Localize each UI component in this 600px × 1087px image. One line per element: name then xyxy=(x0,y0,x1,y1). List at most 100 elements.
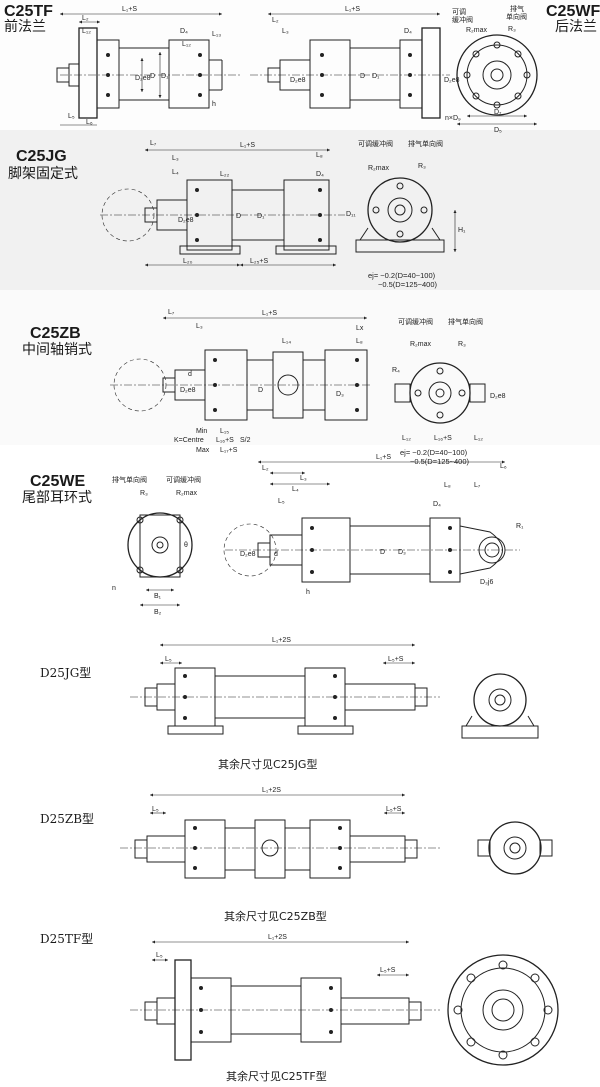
zb-label-vent-valve: 排气单向阀 xyxy=(448,317,483,326)
jg-label-d: D xyxy=(236,213,241,220)
we-label-dia: d xyxy=(274,551,278,558)
djg-label-l1-2s: L₁+2S xyxy=(272,637,291,644)
we-label-de8: D₂e8 xyxy=(240,551,256,558)
we-label-d3j6: D₃j6 xyxy=(480,579,493,586)
title-c25wf-code: C25WF xyxy=(546,3,600,20)
jg-label-h1: H₁ xyxy=(458,227,466,234)
dzb-label-l5s: L₅+S xyxy=(386,806,402,813)
we-label-l1s: L₁+S xyxy=(376,454,391,461)
jg-label-l4: L₄ xyxy=(172,169,179,176)
zb-label-dia: d xyxy=(188,371,192,378)
zb-label-r4: R₄ xyxy=(392,367,400,374)
tf-label-l2: L₂ xyxy=(82,15,89,22)
jg-label-d1: D₁ xyxy=(257,213,265,220)
wf-label-r3: R₃ xyxy=(508,26,516,33)
title-d25zb: D25ZB型 xyxy=(40,812,95,826)
drawing-c25wf xyxy=(250,12,538,126)
zb-label-l1s: L₁+S xyxy=(262,310,277,317)
jg-label-l20: L₂₀ xyxy=(183,258,193,265)
djg-label-l5: L₅ xyxy=(165,656,172,663)
title-c25zb-code: C25ZB xyxy=(30,325,81,342)
zb-label-d: D xyxy=(258,387,263,394)
drawing-c25tf xyxy=(56,12,240,126)
jg-label-l8: L₈ xyxy=(316,152,323,159)
dtf-label-l5: L₅ xyxy=(156,952,163,959)
jg-label-l1s: L₁+S xyxy=(240,142,255,149)
zb-label-lx: Lx xyxy=(356,325,364,332)
we-label-n: n xyxy=(112,585,116,592)
we-label-vent-valve: 排气单向阀 xyxy=(112,475,147,484)
tf-label-l1s: L₁+S xyxy=(122,6,137,13)
drawing-d25tf xyxy=(130,940,559,1066)
zb-label-l14: L₁₄ xyxy=(282,338,291,345)
wf-label-d: D xyxy=(360,73,365,80)
tf-label-l13: L₁₃ xyxy=(212,31,221,38)
title-d25jg: D25JG型 xyxy=(40,666,92,680)
zb-label-l12: L₁₂ xyxy=(402,435,411,442)
tf-label-de8: D₂e8 xyxy=(135,75,151,82)
zb-label-l3: L₃ xyxy=(196,323,203,330)
jg-label-d11: D₁₁ xyxy=(346,211,356,218)
wf-label-nd9: n×D₉ xyxy=(445,115,461,122)
drawing-c25zb xyxy=(110,316,486,424)
jg-label-de8: D₂e8 xyxy=(178,217,194,224)
zb-label-r3: R₃ xyxy=(458,341,466,348)
note-d25jg: 其余尺寸见C25JG型 xyxy=(218,758,318,771)
dzb-label-l5: L₅ xyxy=(152,806,159,813)
we-label-l7: L₇ xyxy=(474,482,481,489)
jg-label-tol2: −0.5(D=125~400) xyxy=(378,280,438,289)
zb-label-tol1: ej= −0.2(D=40~100) xyxy=(400,448,468,457)
we-label-l4: L₄ xyxy=(292,486,299,493)
we-label-adjust-valve: 可调缓冲阀 xyxy=(166,475,201,484)
title-c25we-code: C25WE xyxy=(30,473,86,490)
title-c25tf-name: 前法兰 xyxy=(4,19,46,35)
zb-label-frac: S/2 xyxy=(240,437,251,444)
title-c25jg-name: 脚架固定式 xyxy=(8,166,78,182)
tf-label-h: h xyxy=(212,101,216,108)
drawing-d25zb xyxy=(120,793,553,879)
jg-label-tol1: ej= −0.2(D=40~100) xyxy=(368,271,436,280)
wf-label-adj2: 缓冲阀 xyxy=(452,15,473,24)
jg-label-l3: L₃ xyxy=(172,155,179,162)
tf-label-l12: L₁₂ xyxy=(82,28,91,35)
tf-label-l12b: L₁₂ xyxy=(182,41,191,48)
zb-label-l17s: L₁₇+S xyxy=(220,447,238,454)
drawing-d25jg xyxy=(130,643,539,739)
zb-label-tol2: −0.5(D=125~400) xyxy=(410,457,470,466)
wf-label-de8: D₂e8 xyxy=(290,77,306,84)
jg-label-vent-valve: 排气单向阀 xyxy=(408,139,443,148)
tf-label-l6: L₆ xyxy=(86,119,93,126)
title-c25zb-name: 中间轴销式 xyxy=(22,342,92,358)
we-label-r3: R₃ xyxy=(140,490,148,497)
zb-label-l7: L₇ xyxy=(168,309,175,316)
wf-label-l3: L₃ xyxy=(282,28,289,35)
jg-label-d4: D₄ xyxy=(316,171,324,178)
dtf-label-l1-2s: L₁+2S xyxy=(268,934,287,941)
jg-label-r2max: R₂max xyxy=(368,165,389,172)
we-label-l5: L₅ xyxy=(278,498,285,505)
title-c25tf-code: C25TF xyxy=(4,3,53,20)
wf-label-r2max: R₂max xyxy=(466,27,487,34)
note-d25tf: 其余尺寸见C25TF型 xyxy=(226,1070,327,1083)
djg-label-l5s: L₅+S xyxy=(388,656,404,663)
wf-label-d1: D₁ xyxy=(372,73,380,80)
zb-label-l15: L₁₅ xyxy=(220,428,229,435)
drawing-c25jg xyxy=(100,148,457,267)
dzb-label-l1-2s: L₁+2S xyxy=(262,787,281,794)
zb-label-min: Min xyxy=(196,428,207,435)
we-label-l8: L₈ xyxy=(444,482,451,489)
drawing-c25we xyxy=(127,460,520,607)
zb-label-l16s: L₁₆+S xyxy=(216,437,234,444)
we-label-theta: θ xyxy=(184,542,188,549)
we-label-h: h xyxy=(306,589,310,596)
dtf-label-l5s: L₅+S xyxy=(380,967,396,974)
wf-label-d7: D₇ xyxy=(494,109,502,116)
jg-label-l25s: L₂₅+S xyxy=(250,258,269,265)
tf-label-d4: D₄ xyxy=(180,28,188,35)
we-label-l2: L₂ xyxy=(262,465,269,472)
wf-label-d5: D₅ xyxy=(494,127,502,134)
tf-bolts xyxy=(106,53,202,97)
zb-label-de8: D₂e8 xyxy=(180,387,196,394)
title-c25we-name: 尾部耳环式 xyxy=(22,490,92,506)
